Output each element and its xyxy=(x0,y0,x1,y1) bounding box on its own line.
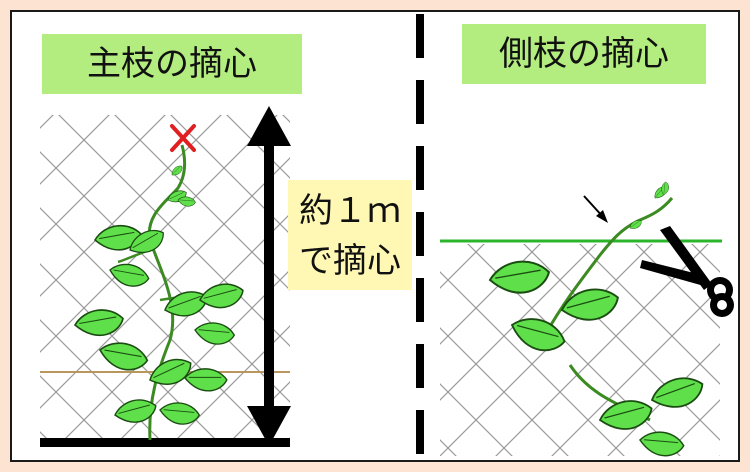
height-arrow-icon xyxy=(247,106,291,446)
pinch-note-line1: 約１ｍ xyxy=(299,191,401,231)
scissors-icon xyxy=(640,226,734,317)
cross-icon xyxy=(170,124,196,152)
right-side-stem xyxy=(543,197,674,336)
side-branch-title: 側枝の摘心 xyxy=(499,34,669,74)
pointer-arrow-icon xyxy=(583,195,608,223)
ground-bar xyxy=(40,438,290,447)
side-branch-title-box: 側枝の摘心 xyxy=(462,24,706,84)
pinch-note-box: 約１ｍ で摘心 xyxy=(288,180,412,290)
pinch-note-line2: で摘心 xyxy=(299,241,401,281)
main-branch-title-box: 主枝の摘心 xyxy=(42,34,302,94)
main-branch-title: 主枝の摘心 xyxy=(87,44,257,84)
